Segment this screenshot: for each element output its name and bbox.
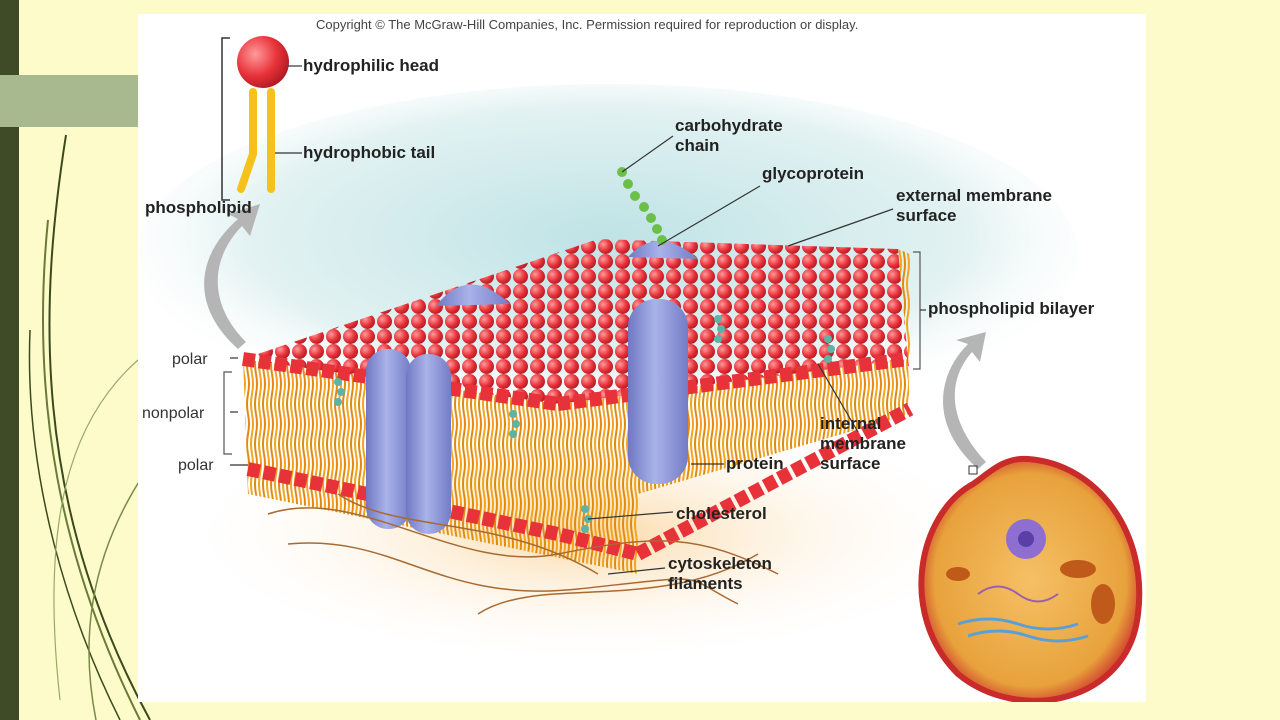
arrow-to-bilayer xyxy=(943,332,986,469)
channel-protein xyxy=(366,349,451,534)
label-carbohydrate-chain: carbohydrate chain xyxy=(675,116,783,155)
right-top-head-row xyxy=(557,352,909,411)
label-hydrophobic-tail: hydrophobic tail xyxy=(303,143,436,162)
phospholipid-inset xyxy=(221,36,289,201)
peripheral-protein xyxy=(436,284,510,306)
decorative-grass-lines xyxy=(28,134,151,720)
glycoprotein xyxy=(628,240,698,259)
nonpolar-bracket xyxy=(223,371,232,455)
label-glycoprotein: glycoprotein xyxy=(762,164,865,183)
label-cytoskeleton-filaments: cytoskeleton filaments xyxy=(668,554,772,593)
label-cholesterol: cholesterol xyxy=(676,504,767,523)
label-polar-top: polar xyxy=(172,351,208,368)
membrane-diagram xyxy=(138,36,1143,702)
label-phospholipid-bilayer: phospholipid bilayer xyxy=(928,299,1095,318)
animal-cell xyxy=(918,455,1143,702)
front-top-head-row xyxy=(242,352,559,411)
side-accent-strip xyxy=(0,0,19,720)
label-protein: protein xyxy=(726,454,784,473)
integral-protein xyxy=(628,299,688,484)
label-internal-membrane-surface: internal membrane surface xyxy=(820,414,906,473)
leader-lines xyxy=(230,65,926,575)
hydrophilic-head-sphere xyxy=(237,36,289,88)
membrane-figure: Copyright © The McGraw-Hill Companies, I… xyxy=(138,14,1146,702)
side-tab xyxy=(0,75,140,127)
label-phospholipid: phospholipid xyxy=(145,198,252,217)
label-external-membrane-surface: external membrane surface xyxy=(896,186,1052,225)
label-polar-bottom: polar xyxy=(178,457,214,474)
label-nonpolar: nonpolar xyxy=(142,405,205,422)
right-bottom-head-row xyxy=(634,402,914,561)
cytoskeleton-filaments xyxy=(267,493,779,615)
front-bottom-head-row xyxy=(246,462,640,561)
label-hydrophilic-head: hydrophilic head xyxy=(303,56,440,75)
arrow-to-phospholipid xyxy=(204,204,260,349)
copyright-notice: Copyright © The McGraw-Hill Companies, I… xyxy=(316,17,859,32)
cholesterol xyxy=(334,315,835,533)
